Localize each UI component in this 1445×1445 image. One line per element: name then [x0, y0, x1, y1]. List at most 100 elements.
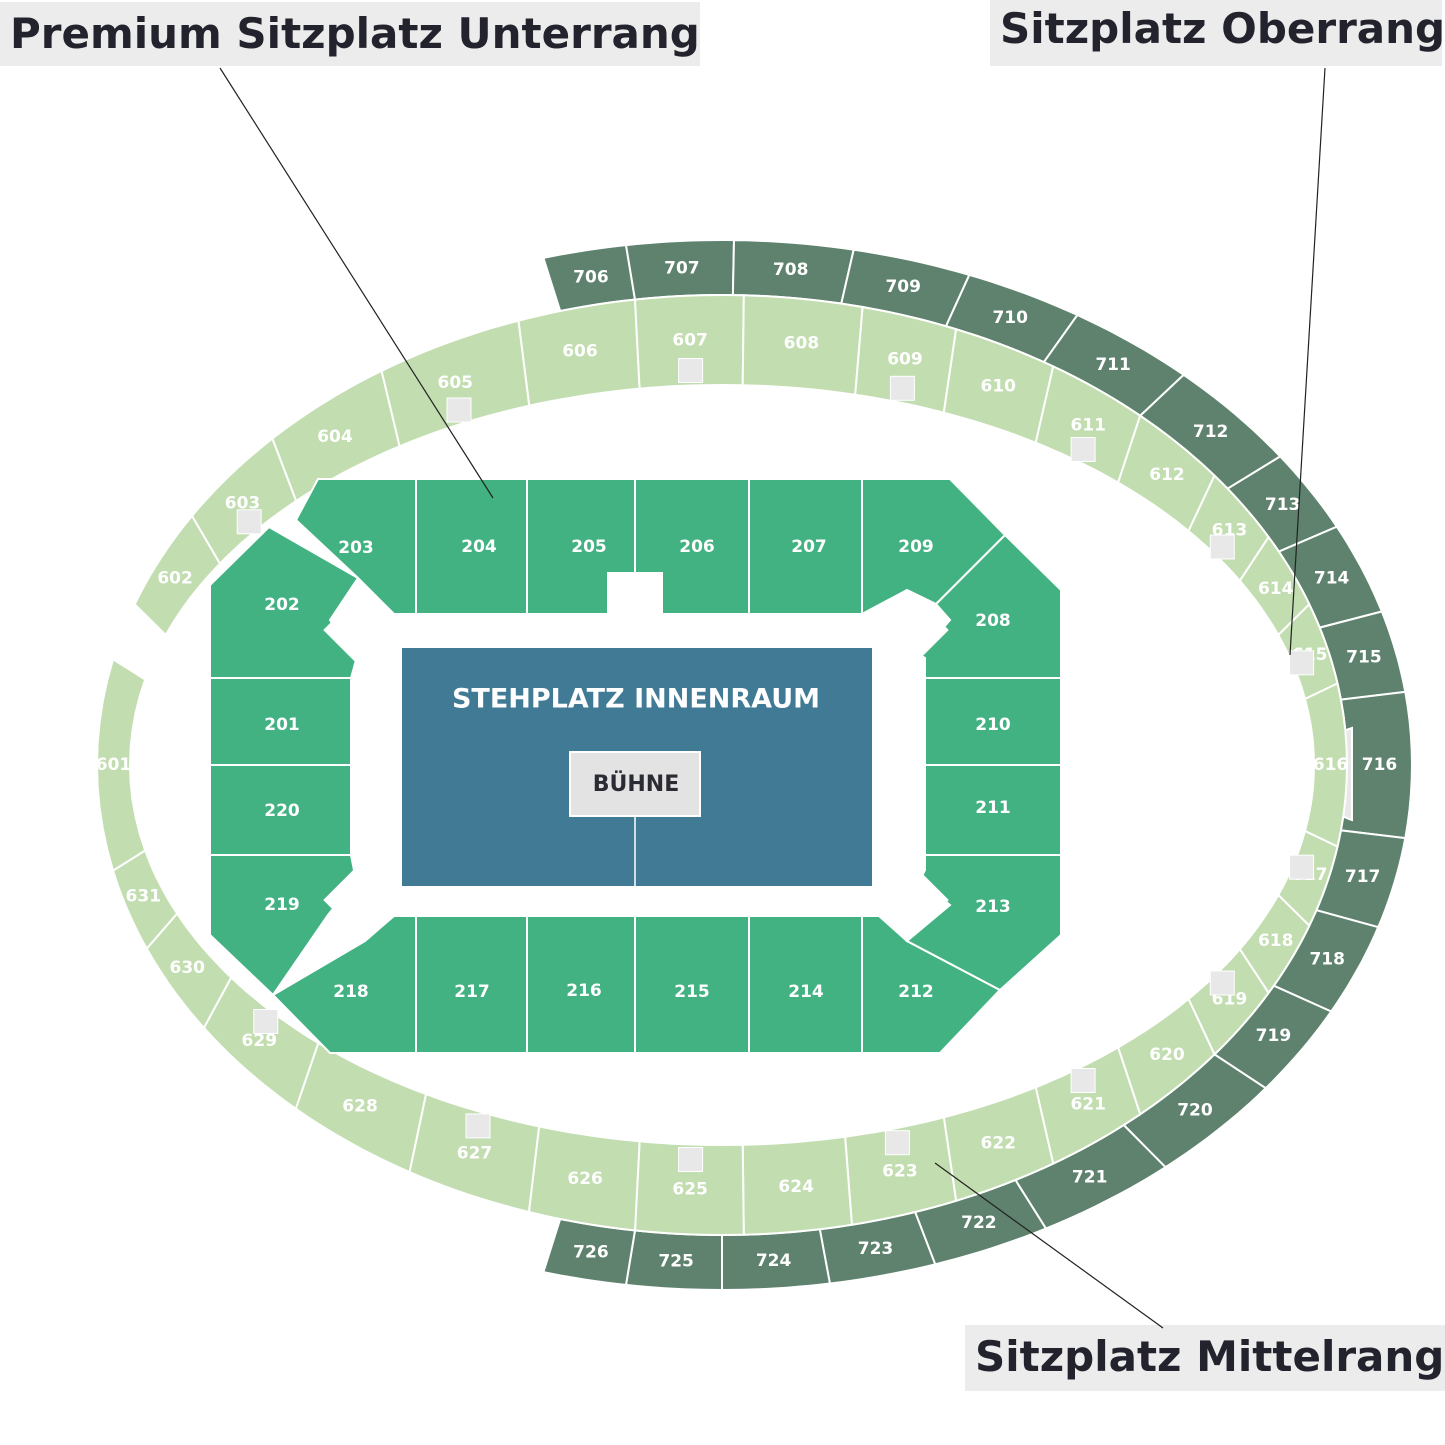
section-label-219: 219 — [264, 895, 300, 915]
entrance-mark-617 — [1289, 854, 1315, 880]
innenraum-floor: STEHPLATZ INNENRAUM BÜHNE — [323, 593, 949, 937]
section-213[interactable] — [905, 854, 1062, 992]
section-label-716: 716 — [1362, 755, 1398, 775]
section-label-605: 605 — [438, 373, 474, 393]
section-220[interactable] — [209, 764, 352, 856]
entrance-mark-605 — [446, 397, 472, 423]
connector-premium — [219, 67, 494, 499]
section-label-215: 215 — [674, 982, 710, 1002]
entrance-marks — [236, 358, 1315, 1172]
aisle-diamond-2 — [875, 593, 949, 667]
section-label-213: 213 — [975, 897, 1011, 917]
section-label-206: 206 — [679, 537, 715, 557]
section-label-709: 709 — [885, 277, 921, 297]
section-label-210: 210 — [975, 715, 1011, 735]
section-label-711: 711 — [1095, 355, 1131, 375]
section-label-715: 715 — [1346, 647, 1382, 667]
section-label-707: 707 — [664, 258, 700, 278]
section-202[interactable] — [209, 525, 360, 679]
section-label-608: 608 — [784, 334, 820, 354]
section-label-201: 201 — [264, 715, 300, 735]
section-label-622: 622 — [981, 1134, 1017, 1154]
aisle-diamond-4 — [875, 863, 949, 937]
section-label-706: 706 — [573, 267, 609, 287]
entrance-mark-613 — [1209, 534, 1235, 560]
section-label-614: 614 — [1258, 579, 1294, 599]
section-label-710: 710 — [992, 308, 1028, 328]
section-label-207: 207 — [791, 537, 827, 557]
section-label-724: 724 — [756, 1251, 792, 1271]
section-label-604: 604 — [317, 427, 353, 447]
section-label-603: 603 — [225, 493, 261, 513]
aisle-diamond-3 — [323, 863, 397, 937]
section-label-714: 714 — [1314, 569, 1350, 589]
section-label-625: 625 — [672, 1179, 708, 1199]
section-label-214: 214 — [788, 982, 824, 1002]
section-label-607: 607 — [672, 331, 708, 351]
entrance-mark-611 — [1070, 437, 1096, 462]
entrance-mark-609 — [889, 375, 915, 401]
connector-lines — [219, 67, 1326, 1329]
section-label-718: 718 — [1309, 949, 1345, 969]
stehplatz-title: STEHPLATZ INNENRAUM — [452, 684, 820, 715]
entrance-mark-623 — [884, 1130, 910, 1156]
section-label-211: 211 — [975, 798, 1011, 818]
section-label-202: 202 — [264, 595, 300, 615]
section-label-628: 628 — [342, 1097, 378, 1117]
entrance-mark-607 — [678, 358, 704, 383]
section-208[interactable] — [918, 533, 1062, 679]
stage — [569, 751, 701, 817]
section-label-616: 616 — [1313, 755, 1349, 775]
section-label-612: 612 — [1149, 465, 1185, 485]
stage-label: BÜHNE — [593, 771, 680, 797]
section-631[interactable] — [111, 849, 179, 951]
section-label-630: 630 — [169, 958, 205, 978]
entrance-mark-627 — [465, 1113, 491, 1139]
section-label-720: 720 — [1177, 1101, 1213, 1121]
section-label-205: 205 — [571, 537, 607, 557]
section-label-712: 712 — [1193, 422, 1229, 442]
section-601[interactable] — [95, 657, 147, 873]
aisle-diamond-1 — [323, 593, 397, 667]
entrance-mark-603 — [236, 509, 262, 535]
section-label-217: 217 — [454, 982, 490, 1002]
section-label-726: 726 — [573, 1243, 609, 1263]
section-label-602: 602 — [157, 569, 193, 589]
entrance-mark-619 — [1209, 970, 1235, 996]
section-label-722: 722 — [961, 1213, 997, 1233]
section-label-208: 208 — [975, 611, 1011, 631]
section-label-708: 708 — [773, 260, 809, 280]
section-209[interactable] — [861, 478, 1007, 616]
connector-mittel — [934, 1162, 1164, 1329]
section-label-621: 621 — [1070, 1094, 1106, 1114]
section-label-601: 601 — [96, 755, 132, 775]
section-label-203: 203 — [338, 538, 374, 558]
section-label-609: 609 — [887, 350, 923, 370]
section-label-725: 725 — [658, 1251, 694, 1271]
section-label-620: 620 — [1149, 1045, 1185, 1065]
entrance-mark-615 — [1289, 650, 1315, 676]
unterrang-block: 201 202 203 204 205 206 207 208 209 210 211 212 213 2… — [209, 478, 1062, 1054]
section-label-212: 212 — [898, 982, 934, 1002]
section-label-624: 624 — [778, 1177, 814, 1197]
section-label-631: 631 — [126, 886, 162, 906]
section-label-717: 717 — [1345, 867, 1381, 887]
section-label-610: 610 — [981, 376, 1017, 396]
label-premium-unterrang: Premium Sitzplatz Unterrang — [0, 2, 700, 66]
label-oberrang: Sitzplatz Oberrang — [990, 0, 1445, 66]
section-label-623: 623 — [882, 1161, 918, 1181]
section-label-218: 218 — [333, 982, 369, 1002]
section-label-606: 606 — [562, 342, 598, 362]
section-label-209: 209 — [898, 537, 934, 557]
section-label-719: 719 — [1256, 1026, 1292, 1046]
entrance-mark-629 — [253, 1009, 279, 1034]
section-label-713: 713 — [1265, 495, 1301, 515]
section-label-204: 204 — [461, 537, 497, 557]
section-label-721: 721 — [1072, 1167, 1108, 1187]
section-218[interactable] — [271, 915, 417, 1054]
section-label-723: 723 — [858, 1239, 894, 1259]
section-label-216: 216 — [566, 981, 602, 1001]
section-label-629: 629 — [242, 1031, 278, 1051]
